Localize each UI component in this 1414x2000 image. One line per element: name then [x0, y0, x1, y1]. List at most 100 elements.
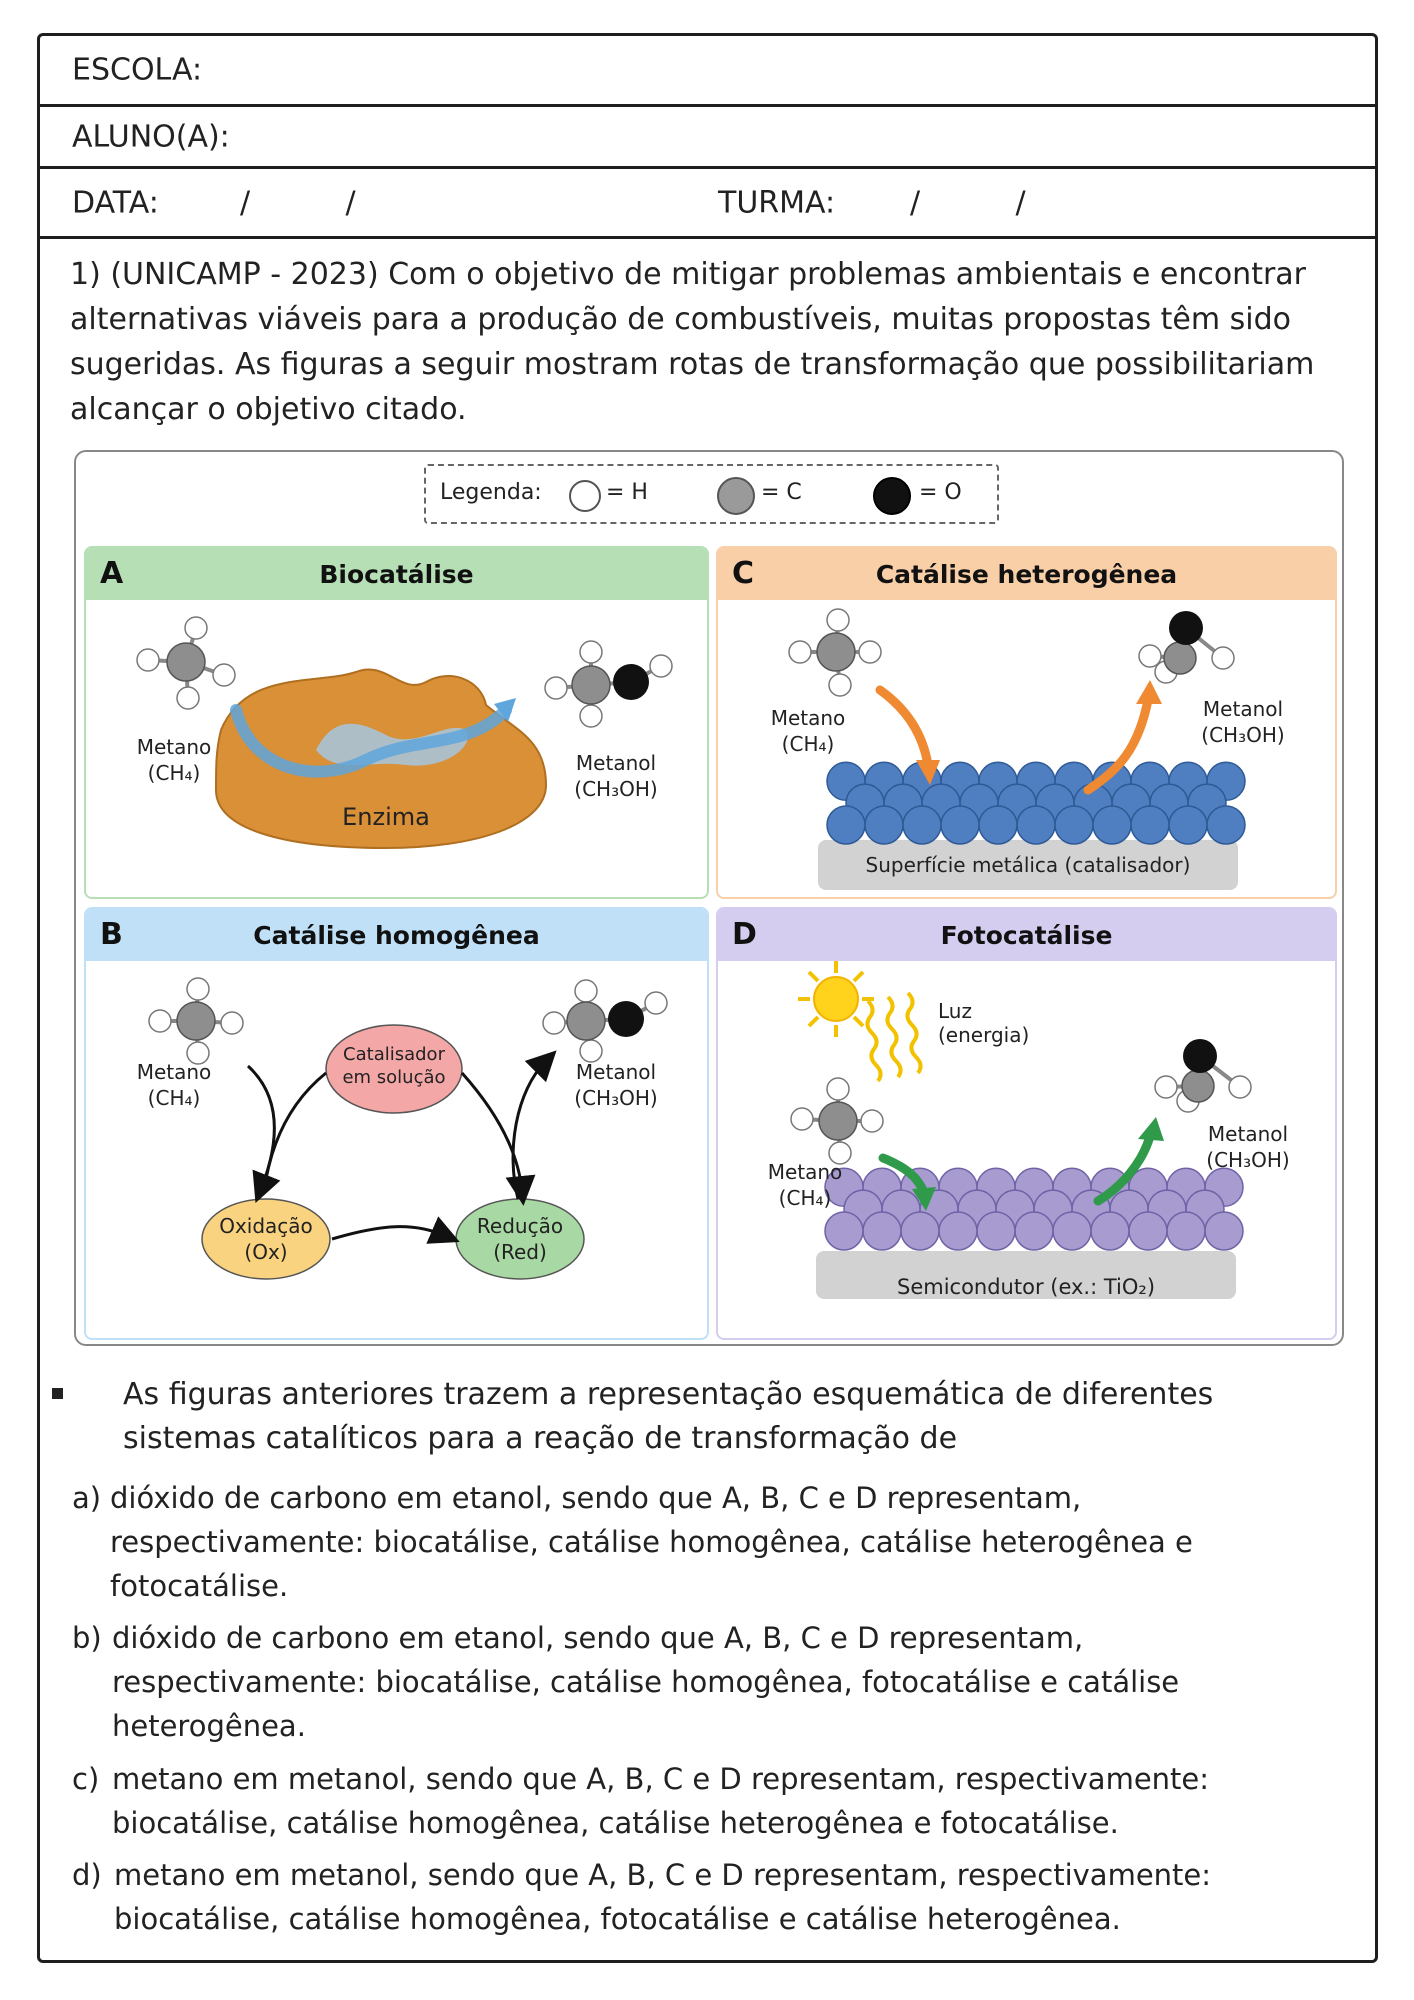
methanol-name: Metanol — [575, 1060, 657, 1084]
lattice-atom — [1092, 805, 1132, 845]
panel-a-letter: A — [100, 556, 124, 591]
date-label: DATA: — [72, 185, 159, 220]
methane-name: Metano — [767, 1160, 843, 1184]
methane-formula: (CH₄) — [147, 1086, 201, 1110]
option-letter: a) — [72, 1481, 102, 1515]
panel-b-title: Catálise homogênea — [253, 921, 540, 950]
statement-text: As figuras anteriores trazem a represent… — [123, 1377, 1214, 1456]
metal-surface-label: Superfície metálica (catalisador) — [865, 853, 1191, 877]
lattice-atom — [826, 805, 866, 845]
flow-arrow — [230, 704, 512, 778]
light-label: Luz (energia) — [938, 999, 1038, 1047]
legend-h: = H — [606, 480, 648, 505]
inflow-arrowhead — [912, 1187, 936, 1211]
homogeneous-diagram — [148, 977, 668, 1280]
oxidation-name: Oxidação — [219, 1214, 313, 1238]
methanol-name: Metanol — [575, 751, 657, 775]
lattice-atom — [1054, 805, 1094, 845]
lattice-atom — [976, 1211, 1016, 1251]
option-text: metano em metanol, sendo que A, B, C e D… — [114, 1858, 1212, 1936]
lattice-atom — [1206, 805, 1246, 845]
inflow-arrowhead — [916, 760, 940, 785]
sun-icon — [798, 961, 874, 1037]
panel-c-methanol-label: Metanol (CH₃OH) — [1183, 696, 1303, 748]
panel-c: C Catálise heterogênea — [716, 546, 1337, 899]
lattice-atom — [900, 1211, 940, 1251]
oxidation-label: Oxidação (Ox) — [212, 1213, 320, 1265]
date-row: DATA: / / TURMA: / / — [40, 169, 1375, 239]
panel-d: D Fotocatálise — [716, 907, 1337, 1340]
lattice-atom — [864, 805, 904, 845]
panel-d-methanol-label: Metanol (CH₃OH) — [1188, 1121, 1308, 1173]
panel-a-header — [86, 548, 707, 600]
school-row: ESCOLA: — [40, 36, 1375, 107]
panel-b-methanol-label: Metanol (CH₃OH) — [556, 1059, 676, 1111]
semiconductor-label: Semicondutor (ex.: TiO₂) — [896, 1275, 1156, 1299]
lattice-atom — [1014, 1211, 1054, 1251]
option-text: dióxido de carbono em etanol, sendo que … — [110, 1481, 1193, 1603]
class-label: TURMA: — [718, 185, 836, 220]
outflow-arrow — [1093, 1131, 1155, 1206]
lattice-atom — [1016, 805, 1056, 845]
date-slashes: / / — [240, 185, 356, 220]
light-sub: (energia) — [938, 1023, 1030, 1047]
flow-arrowhead — [494, 698, 516, 722]
methane-molecule — [148, 977, 244, 1065]
lattice-atom — [902, 805, 942, 845]
legend-c: = C — [761, 480, 802, 505]
methane-formula: (CH₄) — [781, 732, 835, 756]
catalyst-node — [325, 1024, 463, 1114]
reduction-name: Redução — [476, 1214, 564, 1238]
option-text: dióxido de carbono em etanol, sendo que … — [112, 1621, 1180, 1743]
option-letter: b) — [72, 1621, 102, 1655]
school-label: ESCOLA: — [72, 52, 203, 88]
lattice-atom — [940, 805, 980, 845]
lattice-atom — [1168, 805, 1208, 845]
panel-a-title: Biocatálise — [319, 560, 474, 589]
legend-o: = O — [919, 480, 962, 505]
panel-b-methane-label: Metano (CH₄) — [114, 1059, 234, 1111]
legend-atoms — [569, 477, 911, 515]
methanol-formula: (CH₃OH) — [1206, 1148, 1290, 1172]
semiconductor-atoms — [824, 1167, 1244, 1251]
methanol-molecule — [542, 979, 668, 1063]
lattice-atom — [862, 1211, 902, 1251]
bullet-marker — [52, 1388, 63, 1399]
panel-a-methanol-label: Metanol (CH₃OH) — [556, 750, 676, 802]
methane-name: Metano — [136, 1060, 212, 1084]
semiconductor-base — [816, 1251, 1236, 1299]
lattice-atom — [938, 1211, 978, 1251]
panel-b: B Catálise homogênea — [84, 907, 709, 1340]
methane-formula: (CH₄) — [147, 761, 201, 785]
worksheet: ESCOLA: ALUNO(A): DATA: / / TURMA: / / 1… — [37, 33, 1378, 1963]
panel-c-methane-label: Metano (CH₄) — [753, 705, 863, 757]
outflow-arrowhead — [1138, 1117, 1164, 1141]
methanol-name: Metanol — [1207, 1122, 1289, 1146]
inflow-arrow — [875, 685, 933, 770]
methanol-molecule — [544, 640, 673, 728]
arrow-catalyst-oxidation — [262, 1071, 327, 1192]
arrow-methane-oxidation — [246, 1064, 281, 1203]
methane-molecule — [136, 616, 236, 710]
outflow-arrow — [1083, 695, 1153, 795]
legend: Legenda: = H = C = O — [424, 464, 999, 524]
panel-c-title: Catálise heterogênea — [875, 560, 1178, 589]
panel-c-header — [718, 548, 1335, 600]
outflow-arrowhead — [1136, 680, 1162, 704]
metal-surface-base — [818, 840, 1238, 890]
option-letter: d) — [72, 1858, 102, 1892]
methanol-name: Metanol — [1202, 697, 1284, 721]
methane-name: Metano — [770, 706, 846, 730]
arrow-oxidation-reduction — [331, 1216, 460, 1244]
methanol-formula: (CH₃OH) — [574, 777, 658, 801]
option-letter: c) — [72, 1762, 100, 1796]
heterogeneous-diagram — [788, 608, 1246, 890]
methane-formula: (CH₄) — [778, 1186, 832, 1210]
light-name: Luz — [938, 999, 972, 1023]
lattice-atom — [1130, 805, 1170, 845]
methane-molecule — [790, 1077, 884, 1165]
panel-c-letter: C — [732, 556, 755, 591]
panel-d-letter: D — [732, 917, 757, 952]
methanol-molecule — [1138, 611, 1235, 684]
lattice-atom — [1090, 1211, 1130, 1251]
